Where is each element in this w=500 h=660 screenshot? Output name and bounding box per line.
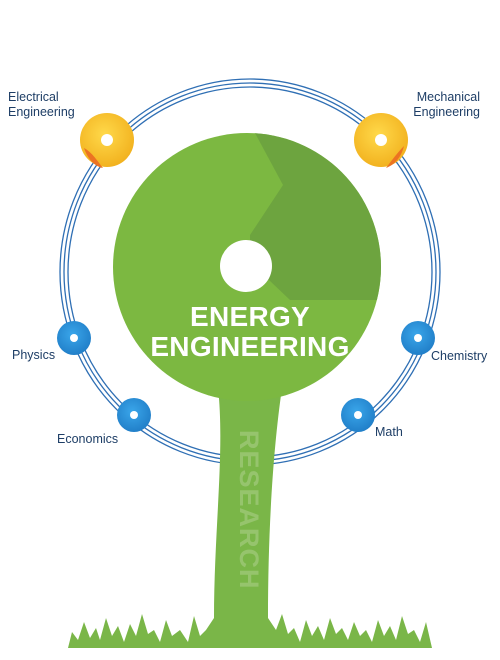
- node-electrical-engineering: [80, 113, 134, 168]
- title-line-2: ENGINEERING: [150, 331, 350, 362]
- trunk-label-research: RESEARCH: [234, 430, 264, 590]
- label-mechanical-engineering: Mechanical Engineering: [413, 90, 480, 119]
- label-electrical-engineering: Electrical Engineering: [8, 90, 75, 119]
- title-line-1: ENERGY: [189, 301, 311, 332]
- node-chemistry: [401, 321, 435, 355]
- node-economics: [117, 398, 151, 432]
- label-physics: Physics: [12, 348, 56, 362]
- label-economics: Economics: [57, 432, 119, 446]
- label-math: Math: [375, 425, 403, 439]
- canopy-center-hole: [220, 240, 272, 292]
- node-mechanical-engineering: [354, 113, 408, 168]
- grass: [68, 614, 432, 648]
- tree-trunk: [214, 388, 282, 618]
- node-math: [341, 398, 375, 432]
- node-physics: [57, 321, 91, 355]
- label-chemistry: Chemistry: [431, 349, 488, 363]
